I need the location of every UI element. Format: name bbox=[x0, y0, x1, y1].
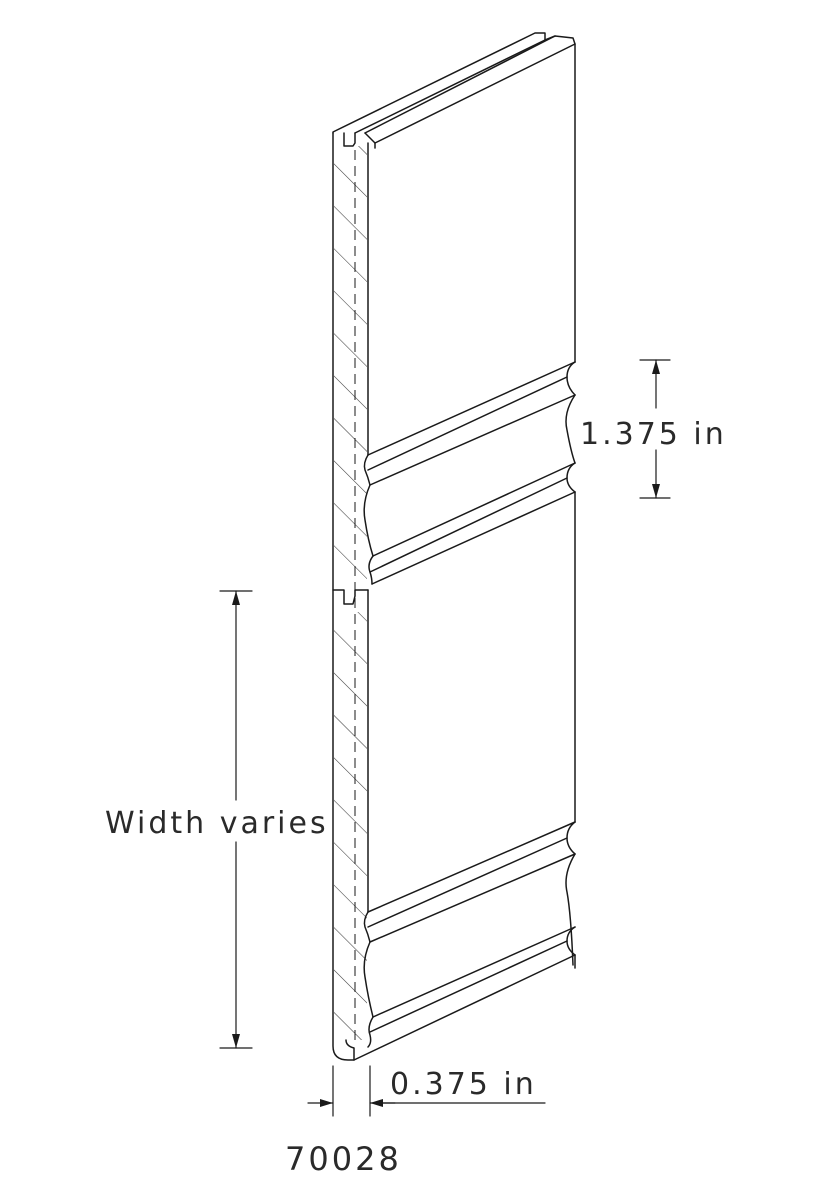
thickness-dimension bbox=[307, 1065, 546, 1117]
height-dimension bbox=[639, 359, 671, 499]
part-number: 70028 bbox=[285, 1140, 402, 1178]
board-front-face bbox=[332, 43, 576, 1061]
cross-section bbox=[332, 132, 367, 1061]
thickness-dimension-label: 0.375 in bbox=[390, 1067, 537, 1102]
width-dimension bbox=[219, 590, 253, 1049]
board-top-face bbox=[332, 32, 576, 149]
height-dimension-label: 1.375 in bbox=[580, 417, 727, 452]
width-dimension-label: Width varies bbox=[105, 806, 329, 841]
